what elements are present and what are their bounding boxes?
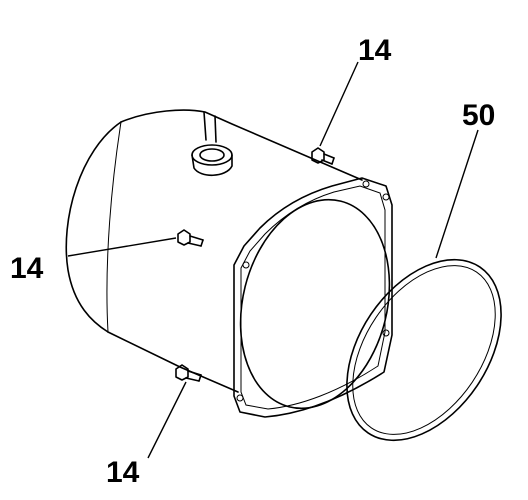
callout-14-middle: 14	[10, 252, 44, 285]
o-ring-gasket	[346, 258, 502, 442]
leader-line-bottom-screw	[147, 381, 187, 459]
callout-14-top: 14	[358, 34, 392, 67]
leader-line-gasket	[435, 129, 479, 259]
filler-neck	[191, 111, 233, 177]
tank-body	[65, 109, 363, 393]
cap-screw-middle	[177, 229, 204, 247]
cap-screw-bottom	[175, 364, 202, 382]
callout-14-bottom: 14	[106, 456, 140, 489]
cap-screw-top	[311, 147, 335, 165]
callout-50: 50	[462, 99, 495, 132]
mounting-flange	[233, 177, 393, 418]
leader-line-top-screw	[319, 61, 359, 147]
leader-line-middle-screw	[67, 237, 177, 257]
